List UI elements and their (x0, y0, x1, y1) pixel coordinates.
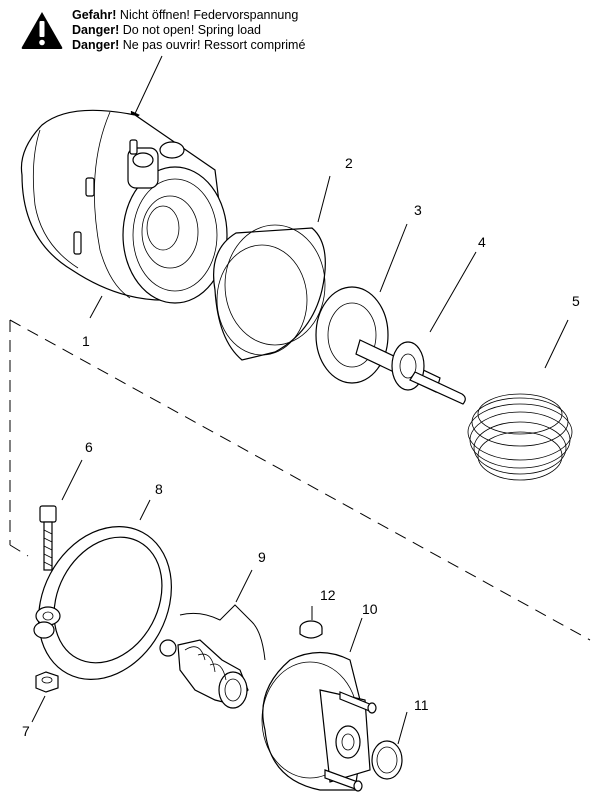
callout-1: 1 (82, 333, 90, 349)
part-7-nut (35, 671, 59, 693)
warning-text: Gefahr! Nicht öffnen! Federvorspannung D… (72, 8, 305, 53)
warning-line-fr: Danger! Ne pas ouvrir! Ressort comprimé (72, 38, 306, 52)
part-5-spring (467, 393, 573, 481)
callout-3: 3 (414, 202, 422, 218)
part-8-clamp-ring (33, 526, 172, 680)
callout-6: 6 (85, 439, 93, 455)
exclamation-triangle-icon (21, 12, 63, 49)
callout-12: 12 (320, 587, 336, 603)
part-10-chamber-body (261, 651, 377, 792)
part-1-spring-chamber (20, 109, 228, 304)
part-9-boot (159, 604, 266, 709)
warning-pointer-arrow (130, 55, 163, 122)
part-4-rod (391, 341, 466, 405)
assembly-dashed-line (9, 319, 591, 641)
warning-line-de: Gefahr! Nicht öffnen! Federvorspannung (72, 8, 299, 22)
part-2-cylinder (213, 224, 326, 361)
part-11-seal-ring (371, 740, 403, 780)
callout-10: 10 (362, 601, 378, 617)
callout-8: 8 (155, 481, 163, 497)
callout-leaders (31, 175, 569, 745)
part-6-bolt (39, 505, 57, 571)
callout-2: 2 (345, 155, 353, 171)
callout-7: 7 (22, 723, 30, 739)
callout-11: 11 (414, 697, 429, 713)
callout-4: 4 (478, 234, 486, 250)
warning-line-en: Danger! Do not open! Spring load (72, 23, 262, 37)
part-12-plug (299, 620, 323, 639)
callout-5: 5 (572, 293, 580, 309)
danger-warning: Gefahr! Nicht öffnen! Federvorspannung D… (20, 8, 580, 54)
callout-9: 9 (258, 549, 266, 565)
